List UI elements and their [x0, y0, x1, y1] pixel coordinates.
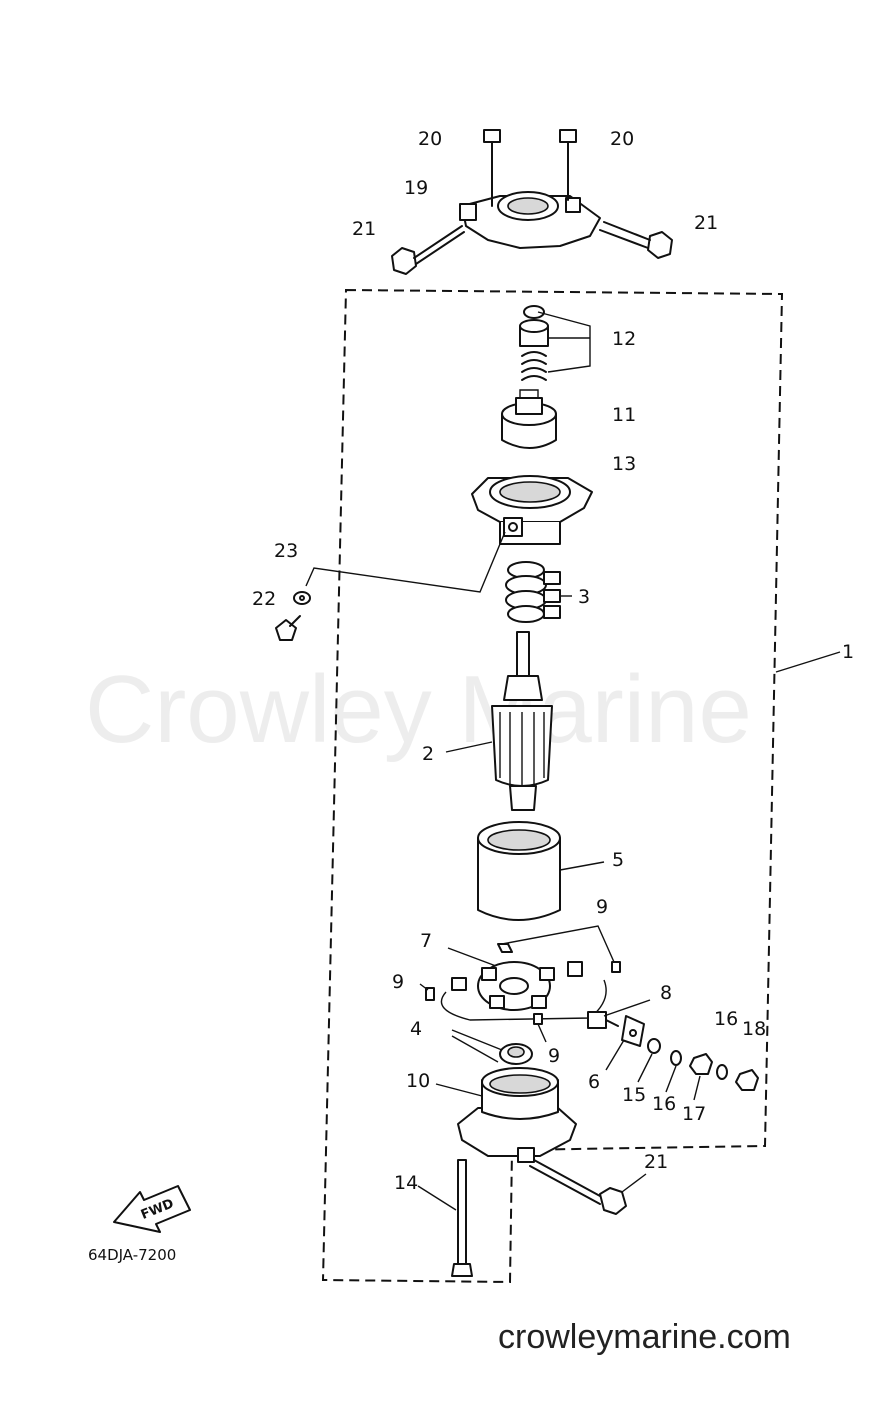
part-20-bolt-left — [483, 129, 501, 207]
part-13-front-bracket — [471, 475, 593, 545]
callout-14: 14 — [394, 1172, 418, 1194]
part-12-clip-collar-spring — [519, 305, 591, 381]
part-18-nut — [735, 1069, 759, 1091]
leader-13-to-23 — [305, 531, 506, 593]
part-20-bolt-right — [559, 129, 577, 201]
watermark-text: Crowley Marine — [85, 656, 752, 763]
part-17-nut — [689, 1053, 713, 1101]
callout-2: 2 — [422, 743, 434, 765]
callout-16-upper: 16 — [714, 1008, 738, 1030]
part-14-through-bolt — [417, 1159, 473, 1277]
part-11-pinion — [501, 389, 557, 449]
part-21-bolt-right — [599, 221, 673, 259]
part-21-bolt-lower — [529, 1159, 647, 1215]
part-5-yoke — [477, 821, 605, 921]
callout-23: 23 — [274, 540, 298, 562]
part-8-terminal — [587, 999, 651, 1029]
part-7-brush-plate — [440, 947, 607, 1021]
fwd-arrow-icon: FWD — [113, 1185, 191, 1233]
callout-21-lower: 21 — [644, 1151, 668, 1173]
callout-19: 19 — [404, 177, 428, 199]
callout-13: 13 — [612, 453, 636, 475]
callout-16-lower: 16 — [652, 1093, 676, 1115]
part-16-washer-lower — [665, 1050, 682, 1093]
part-16-washer-upper — [716, 1064, 728, 1080]
callout-12: 12 — [612, 328, 636, 350]
callout-21-left: 21 — [352, 218, 376, 240]
callout-9-left: 9 — [392, 971, 404, 993]
callout-11: 11 — [612, 404, 636, 426]
callout-20-right: 20 — [610, 128, 634, 150]
site-url: crowleymarine.com — [498, 1318, 791, 1356]
callout-21-right: 21 — [694, 212, 718, 234]
callout-15: 15 — [622, 1084, 646, 1106]
callout-3: 3 — [578, 586, 590, 608]
callout-6: 6 — [588, 1071, 600, 1093]
part-6-plate — [605, 1015, 645, 1071]
part-23-washer — [293, 591, 311, 605]
part-2-armature — [445, 631, 553, 811]
part-15-washer — [637, 1038, 661, 1083]
leader-1 — [775, 651, 841, 673]
part-10-rear-cover — [435, 1067, 577, 1163]
callout-10: 10 — [406, 1070, 430, 1092]
part-3-brush-holder — [505, 561, 572, 623]
callout-5: 5 — [612, 849, 624, 871]
diagram-code: 64DJA-7200 — [88, 1246, 176, 1264]
callout-4: 4 — [410, 1018, 422, 1040]
callout-17: 17 — [682, 1103, 706, 1125]
part-21-bolt-left — [391, 225, 465, 275]
callout-9-top: 9 — [596, 896, 608, 918]
callout-9-lower: 9 — [548, 1045, 560, 1067]
part-22-bolt — [275, 615, 301, 641]
callout-1: 1 — [842, 641, 854, 663]
callout-20-left: 20 — [418, 128, 442, 150]
callout-18: 18 — [742, 1018, 766, 1040]
part-4-washer — [451, 1029, 533, 1065]
part-19-bracket — [459, 191, 601, 249]
callout-8: 8 — [660, 982, 672, 1004]
part-9-screws — [419, 925, 621, 1043]
callout-7: 7 — [420, 930, 432, 952]
callout-22: 22 — [252, 588, 276, 610]
